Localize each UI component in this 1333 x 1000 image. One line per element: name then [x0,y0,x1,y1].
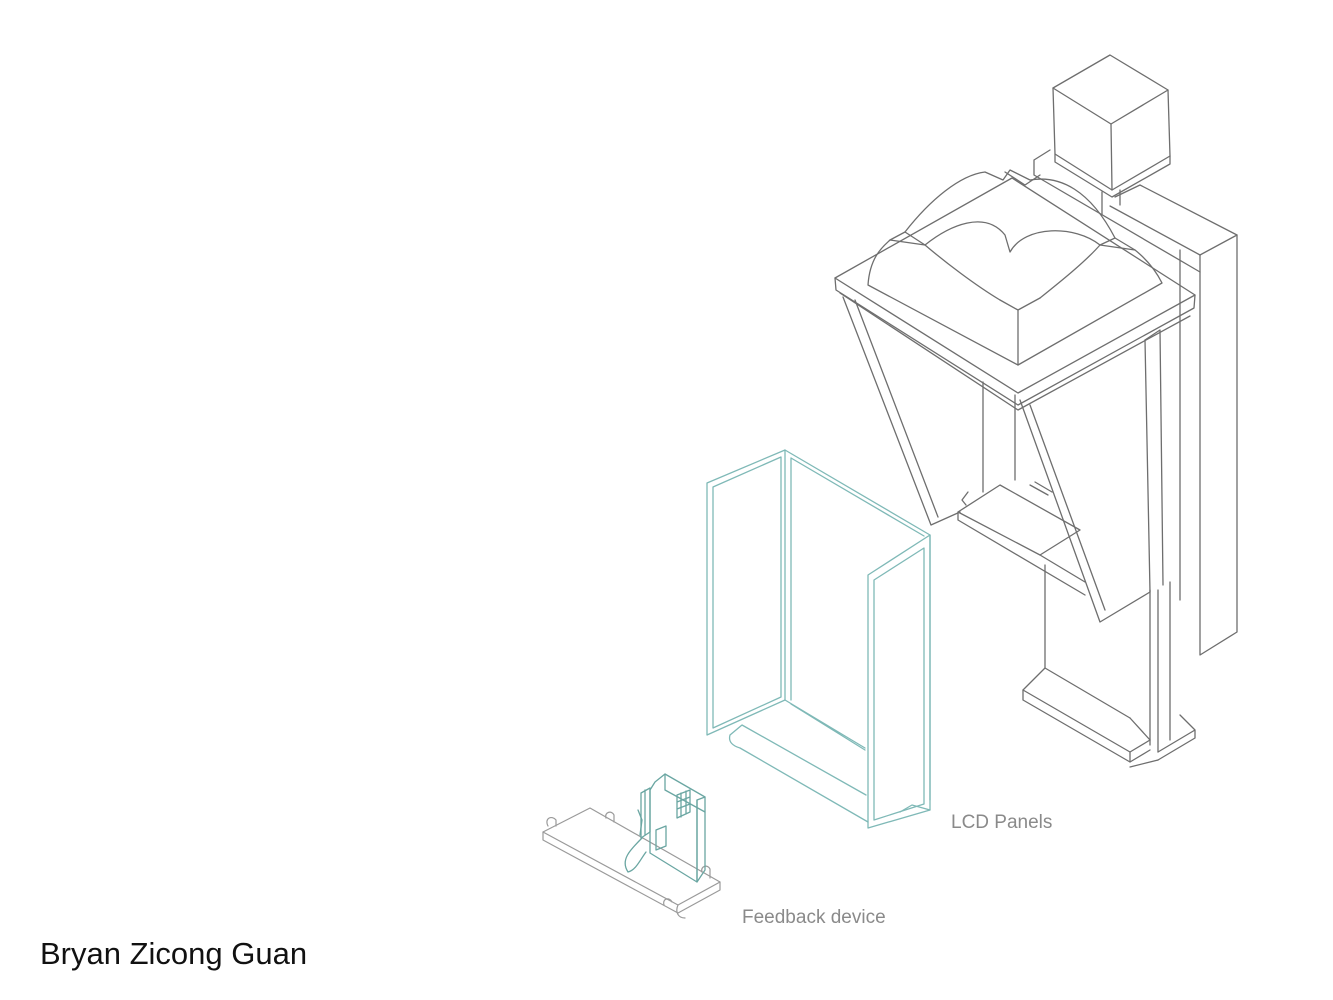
booth-top-slab [834,177,1196,411]
lcd-panels-label: LCD Panels [951,812,1053,833]
phone-keypad [676,789,691,819]
booth-rear-column [1033,149,1238,656]
author-name: Bryan Zicong Guan [40,936,308,971]
lcd-panel-back [784,449,931,801]
booth-top-box [1052,54,1171,216]
phone-cord [624,837,647,873]
booth-hood [842,296,1164,623]
device-base [542,807,721,919]
booth-dome [867,169,1163,366]
booth-pedestal [1022,564,1196,768]
phone-handset [640,787,651,839]
feedback-device-label: Feedback device [742,907,886,928]
feedback-device [542,773,721,919]
phone-unit [624,773,706,883]
booth-structure [834,54,1238,768]
lcd-panel-base [728,724,869,823]
lcd-panel-left [706,449,786,736]
lcd-panels [706,449,931,829]
lcd-panel-right [867,534,931,829]
booth-desk [957,481,1086,596]
